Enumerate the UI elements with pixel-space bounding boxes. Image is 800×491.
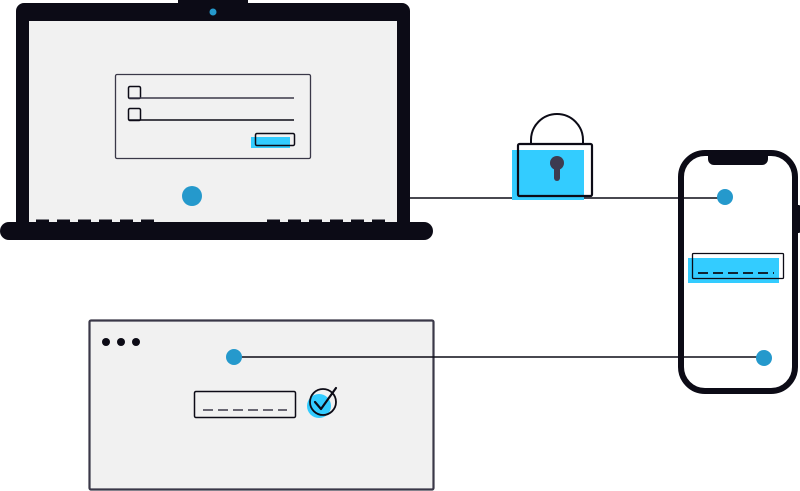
login-form-box bbox=[114, 73, 312, 160]
padlock-icon bbox=[512, 113, 594, 200]
laptop bbox=[0, 0, 433, 240]
camera-dot bbox=[209, 8, 217, 16]
browser-frame bbox=[88, 319, 435, 491]
browser-window bbox=[88, 319, 435, 491]
browser-connection-dot bbox=[226, 349, 242, 365]
laptop-base bbox=[0, 222, 433, 240]
phone-top-dot bbox=[717, 189, 733, 205]
login-form bbox=[114, 73, 312, 160]
code-input-field[interactable] bbox=[193, 390, 297, 419]
phone-notch bbox=[708, 152, 768, 165]
login-button[interactable] bbox=[251, 132, 296, 149]
laptop-connection-dot bbox=[182, 186, 202, 206]
smartphone bbox=[678, 150, 800, 394]
phone-code-field[interactable] bbox=[688, 252, 785, 284]
check-circle-icon bbox=[307, 386, 338, 418]
three-dots-icon[interactable] bbox=[102, 338, 140, 346]
phone-bottom-dot bbox=[756, 350, 772, 366]
laptop-screen bbox=[29, 21, 397, 223]
